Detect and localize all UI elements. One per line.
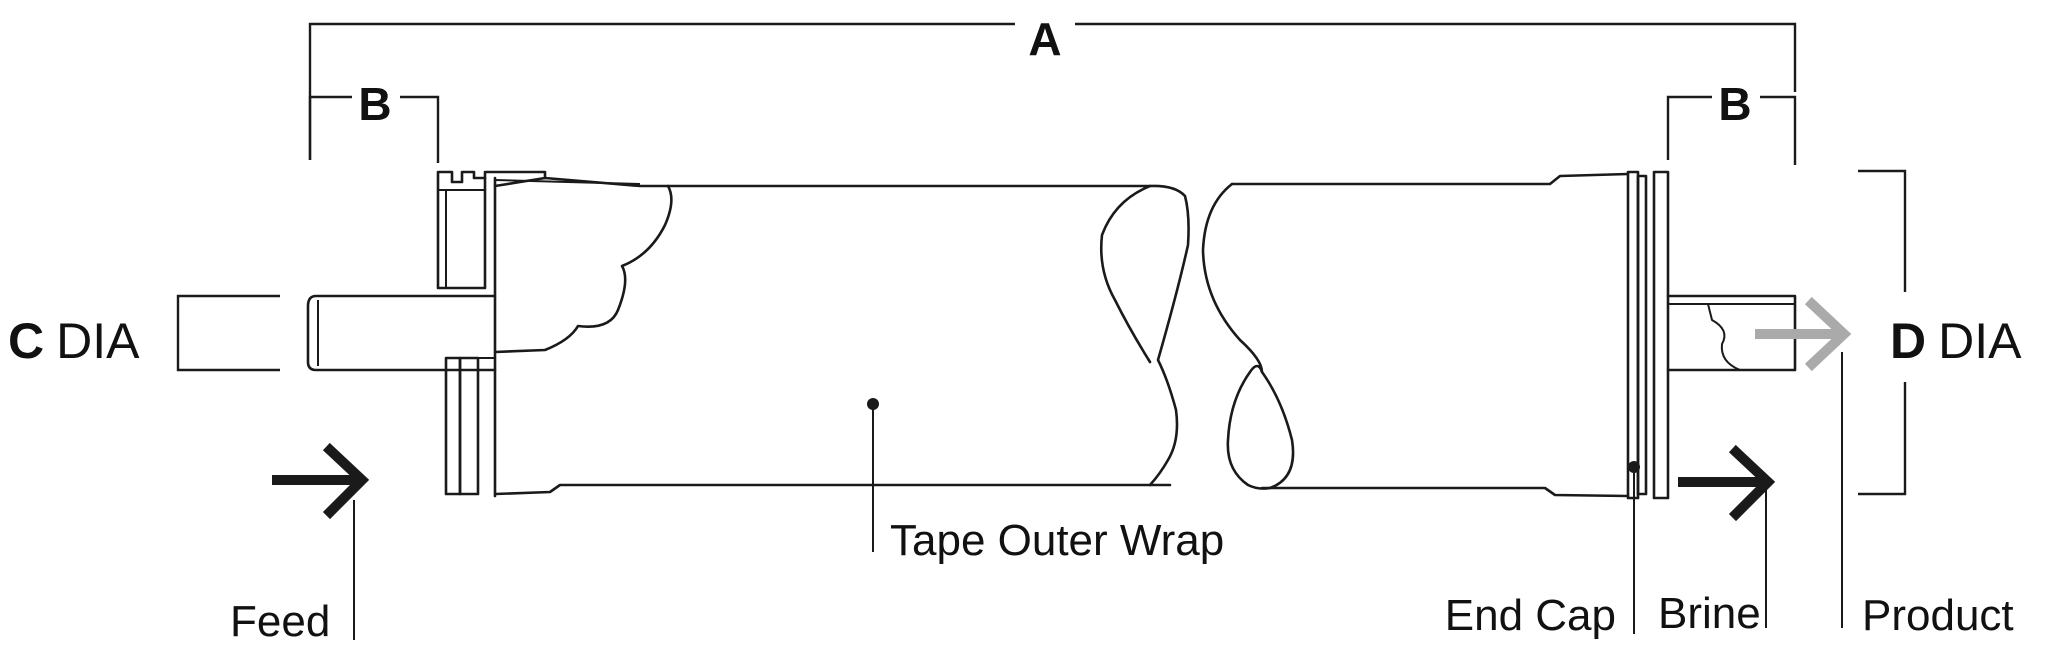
- callout-end-cap: End Cap: [1445, 461, 1640, 640]
- element-body-left: [493, 176, 1190, 496]
- product-label: Product: [1862, 591, 2014, 640]
- element-body-right: [1201, 172, 1630, 498]
- dimension-b-right: B: [1666, 78, 1797, 165]
- feed-label: Feed: [230, 597, 330, 646]
- feed-flow-arrow: [272, 442, 370, 520]
- brine-label: Brine: [1658, 589, 1761, 638]
- dimension-b-right-label: B: [1718, 78, 1751, 130]
- callout-tape-outer-wrap: Tape Outer Wrap: [867, 398, 1224, 565]
- product-flow-arrow: [1755, 296, 1852, 372]
- end-cap-label: End Cap: [1445, 591, 1616, 640]
- callout-product: Product: [1841, 352, 2014, 640]
- dimension-a-label: A: [1028, 13, 1061, 65]
- dimension-b-left: B: [308, 78, 440, 163]
- dimension-a: A: [308, 13, 1797, 160]
- feed-end-assembly: [306, 170, 547, 498]
- callout-feed: Feed: [230, 500, 355, 646]
- callout-brine: Brine: [1658, 482, 1767, 638]
- dimension-b-left-label: B: [358, 78, 391, 130]
- tape-outer-wrap-label: Tape Outer Wrap: [890, 516, 1224, 565]
- brine-flow-arrow: [1678, 444, 1776, 522]
